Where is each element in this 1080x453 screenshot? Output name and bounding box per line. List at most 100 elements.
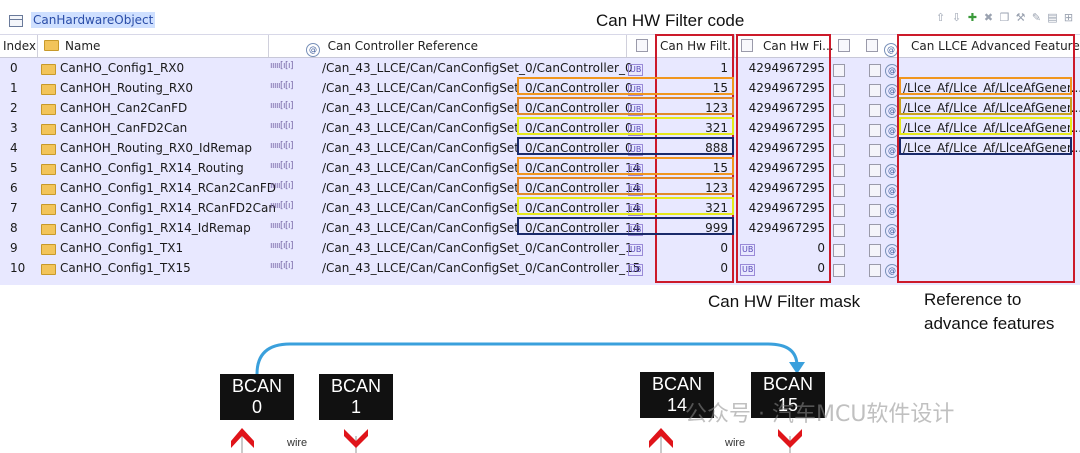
row-filter-mask[interactable]: 4294967295: [748, 221, 825, 235]
row-filter-code[interactable]: 15: [712, 161, 728, 175]
row-filter-code[interactable]: 321: [705, 121, 728, 135]
row-index: 6: [10, 181, 18, 195]
bcan1-number: 1: [350, 397, 361, 417]
row-filter-mask[interactable]: 4294967295: [748, 181, 825, 195]
export-icon[interactable]: ⊞: [1063, 11, 1074, 24]
tx-up-chevron-icon: [231, 428, 254, 448]
row-name[interactable]: CanHO_Config1_TX1: [60, 241, 184, 255]
row-controller-ref[interactable]: /Can_43_LLCE/Can/CanConfigSet_0/CanContr…: [322, 241, 633, 255]
row-name[interactable]: CanHOH_CanFD2Can: [60, 121, 188, 135]
row-name[interactable]: CanHO_Config1_TX15: [60, 261, 191, 275]
column-header-controller-ref-label: Can Controller Reference: [327, 39, 479, 53]
column-header-index[interactable]: Index: [3, 39, 37, 53]
table-row[interactable]: 2 CanHOH_Can2CanFD ııııı[ı[ı] /Can_43_LL…: [0, 98, 1080, 118]
row-controller-ref[interactable]: /Can_43_LLCE/Can/CanConfigSet_0/CanContr…: [322, 81, 633, 95]
row-filter-code[interactable]: 1: [720, 61, 728, 75]
row-filter-mask[interactable]: 4294967295: [748, 161, 825, 175]
row-filter-mask[interactable]: 4294967295: [748, 61, 825, 75]
table-row[interactable]: 6 CanHO_Config1_RX14_RCan2CanFD ııııı[ı[…: [0, 178, 1080, 198]
link-icons: ııııı[ı[ı]: [270, 141, 294, 151]
table-toolbar: ⇧ ⇩ ✚ ✖ ❐ ⚒ ✎ ▤ ⊞: [935, 12, 1074, 24]
row-controller-ref[interactable]: /Can_43_LLCE/Can/CanConfigSet_0/CanContr…: [322, 201, 641, 215]
row-name[interactable]: CanHOH_Routing_RX0_IdRemap: [60, 141, 253, 155]
row-filter-code[interactable]: 321: [705, 201, 728, 215]
table-row[interactable]: 5 CanHO_Config1_RX14_Routing ııııı[ı[ı] …: [0, 158, 1080, 178]
row-advanced-ref[interactable]: /Llce_Af/Llce_Af/LlceAfGener...: [903, 141, 1080, 155]
row-filter-mask[interactable]: 4294967295: [748, 141, 825, 155]
tx-up-chevron-icon: [649, 428, 673, 448]
row-index: 9: [10, 241, 18, 255]
row-controller-ref[interactable]: /Can_43_LLCE/Can/CanConfigSet_0/CanContr…: [322, 101, 633, 115]
move-down-icon[interactable]: ⇩: [951, 11, 962, 24]
add-icon[interactable]: ✚: [967, 11, 978, 24]
row-filter-code[interactable]: 123: [705, 181, 728, 195]
row-filter-code[interactable]: 0: [720, 241, 728, 255]
row-filter-code[interactable]: 999: [705, 221, 728, 235]
table-row[interactable]: 8 CanHO_Config1_RX14_IdRemap ııııı[ı[ı] …: [0, 218, 1080, 238]
row-index: 4: [10, 141, 18, 155]
row-filter-mask[interactable]: 0: [817, 261, 825, 275]
edit-icon[interactable]: ✎: [1031, 11, 1042, 24]
row-controller-ref[interactable]: /Can_43_LLCE/Can/CanConfigSet_0/CanContr…: [322, 161, 641, 175]
column-header-extra2-icon[interactable]: [866, 39, 878, 53]
delete-icon[interactable]: ✖: [983, 11, 994, 24]
row-filter-code[interactable]: 0: [720, 261, 728, 275]
column-header-filter-mask[interactable]: Can Hw Fi...: [763, 39, 834, 53]
row-name[interactable]: CanHOH_Can2CanFD: [60, 101, 188, 115]
row-name[interactable]: CanHO_Config1_RX14_Routing: [60, 161, 244, 175]
row-filter-code[interactable]: 888: [705, 141, 728, 155]
link-icons: ııııı[ı[ı]: [270, 161, 294, 171]
move-up-icon[interactable]: ⇧: [935, 11, 946, 24]
row-index: 0: [10, 61, 18, 75]
column-header-controller-ref[interactable]: @ Can Controller Reference: [306, 39, 478, 57]
column-header-filter-code[interactable]: Can Hw Filt...: [660, 39, 739, 53]
copy-icon[interactable]: ❐: [999, 11, 1010, 24]
column-header-advanced[interactable]: Can LLCE Advanced Feature ...: [911, 39, 1080, 53]
link-icons: ııııı[ı[ı]: [270, 241, 294, 251]
wire-label-right: wire: [725, 437, 746, 449]
row-name[interactable]: CanHO_Config1_RX14_RCanFD2Can: [60, 201, 276, 215]
row-advanced-ref[interactable]: /Llce_Af/Llce_Af/LlceAfGener...: [903, 101, 1080, 115]
row-filter-mask[interactable]: 4294967295: [748, 201, 825, 215]
row-name[interactable]: CanHO_Config1_RX14_RCan2CanFD: [60, 181, 276, 195]
link-icons: ııııı[ı[ı]: [270, 101, 294, 111]
table-icon: [9, 15, 23, 27]
row-controller-ref[interactable]: /Can_43_LLCE/Can/CanConfigSet_0/CanContr…: [322, 61, 633, 75]
row-filter-code[interactable]: 15: [712, 81, 728, 95]
row-controller-ref[interactable]: /Can_43_LLCE/Can/CanConfigSet_0/CanContr…: [322, 141, 633, 155]
row-name[interactable]: CanHOH_Routing_RX0: [60, 81, 194, 95]
table-titlebar: CanHardwareObject ⇧ ⇩ ✚ ✖ ❐ ⚒ ✎ ▤ ⊞: [0, 7, 1080, 35]
table-row[interactable]: 3 CanHOH_CanFD2Can ııııı[ı[ı] /Can_43_LL…: [0, 118, 1080, 138]
row-name[interactable]: CanHO_Config1_RX14_IdRemap: [60, 221, 251, 235]
tools-icon[interactable]: ⚒: [1015, 11, 1026, 24]
arrow-head-icon: [789, 362, 805, 374]
table-header: Index Name @ Can Controller Reference Ca…: [0, 35, 1080, 58]
table-row[interactable]: 10 CanHO_Config1_TX15 ııııı[ı[ı] /Can_43…: [0, 258, 1080, 278]
row-index: 10: [10, 261, 26, 275]
table-row[interactable]: 4 CanHOH_Routing_RX0_IdRemap ııııı[ı[ı] …: [0, 138, 1080, 158]
column-header-name[interactable]: Name: [44, 39, 100, 53]
row-controller-ref[interactable]: /Can_43_LLCE/Can/CanConfigSet_0/CanContr…: [322, 121, 633, 135]
row-advanced-ref[interactable]: /Llce_Af/Llce_Af/LlceAfGener...: [903, 81, 1080, 95]
row-name[interactable]: CanHO_Config1_RX0: [60, 61, 185, 75]
rx-down-chevron-icon: [344, 429, 368, 448]
row-filter-mask[interactable]: 0: [817, 241, 825, 255]
row-controller-ref[interactable]: /Can_43_LLCE/Can/CanConfigSet_0/CanContr…: [322, 221, 641, 235]
bcan15-label: BCAN: [762, 374, 813, 394]
table-row[interactable]: 1 CanHOH_Routing_RX0 ııııı[ı[ı] /Can_43_…: [0, 78, 1080, 98]
row-controller-ref[interactable]: /Can_43_LLCE/Can/CanConfigSet_0/CanContr…: [322, 261, 641, 275]
row-controller-ref[interactable]: /Can_43_LLCE/Can/CanConfigSet_0/CanContr…: [322, 181, 641, 195]
advanced-annotation-line1: Reference to: [924, 290, 1022, 309]
table-row[interactable]: 0 CanHO_Config1_RX0 ııııı[ı[ı] /Can_43_L…: [0, 58, 1080, 78]
row-advanced-ref[interactable]: /Llce_Af/Llce_Af/LlceAfGener...: [903, 121, 1080, 135]
reference-icon: @: [306, 43, 320, 57]
row-filter-code[interactable]: 123: [705, 101, 728, 115]
row-filter-mask[interactable]: 4294967295: [748, 81, 825, 95]
row-filter-mask[interactable]: 4294967295: [748, 121, 825, 135]
row-filter-mask[interactable]: 4294967295: [748, 101, 825, 115]
table-row[interactable]: 9 CanHO_Config1_TX1 ııııı[ı[ı] /Can_43_L…: [0, 238, 1080, 258]
column-header-extra1-icon[interactable]: [838, 39, 850, 53]
document-icon: [866, 39, 878, 52]
table-view-icon[interactable]: ▤: [1047, 11, 1058, 24]
column-header-mask-icon: [741, 39, 753, 53]
